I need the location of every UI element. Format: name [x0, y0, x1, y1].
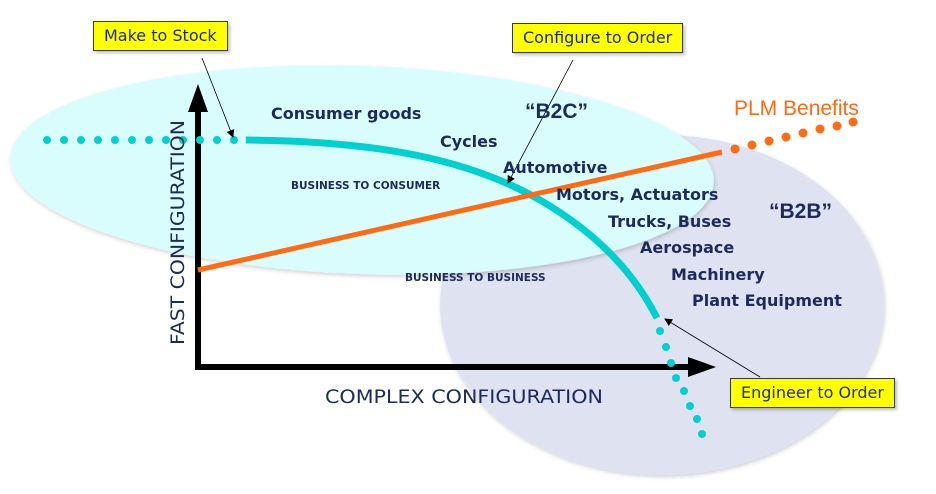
industry-consumer-goods: Consumer goods — [271, 104, 421, 123]
configure-to-order-pointer — [507, 59, 574, 184]
x-axis-label: COMPLEX CONFIGURATION — [325, 386, 603, 408]
plm-benefits-dots — [730, 117, 858, 154]
axes — [188, 84, 716, 377]
configure-to-order-callout: Configure to Order — [512, 23, 684, 53]
industry-plant-equipment: Plant Equipment — [692, 291, 842, 310]
curve-dots-right — [656, 327, 706, 438]
industry-aerospace: Aerospace — [640, 238, 734, 257]
industry-cycles: Cycles — [440, 132, 498, 151]
engineer-to-order-callout: Engineer to Order — [730, 378, 895, 408]
make-to-stock-pointer — [201, 57, 235, 138]
industry-trucks-buses: Trucks, Buses — [608, 212, 731, 231]
engineer-to-order-pointer — [664, 318, 761, 378]
y-axis-label: FAST CONFIGURATION — [167, 120, 189, 345]
b2c-region-label: BUSINESS TO CONSUMER — [291, 180, 440, 192]
b2c-region — [10, 65, 714, 275]
b2b-region-label: BUSINESS TO BUSINESS — [405, 272, 546, 284]
plm-benefits-label: PLM Benefits — [734, 97, 859, 120]
x-axis-arrow-icon — [688, 357, 716, 377]
industry-motors-actuators: Motors, Actuators — [556, 185, 718, 204]
curve-dots-left — [43, 136, 238, 144]
b2b-tag: “B2B” — [769, 200, 832, 223]
y-axis-arrow-icon — [188, 84, 208, 112]
make-to-stock-callout: Make to Stock — [93, 21, 228, 51]
industry-automotive: Automotive — [503, 158, 608, 177]
plm-benefits-line — [197, 149, 723, 273]
b2c-tag: “B2C” — [525, 100, 588, 123]
industry-machinery: Machinery — [671, 265, 765, 284]
